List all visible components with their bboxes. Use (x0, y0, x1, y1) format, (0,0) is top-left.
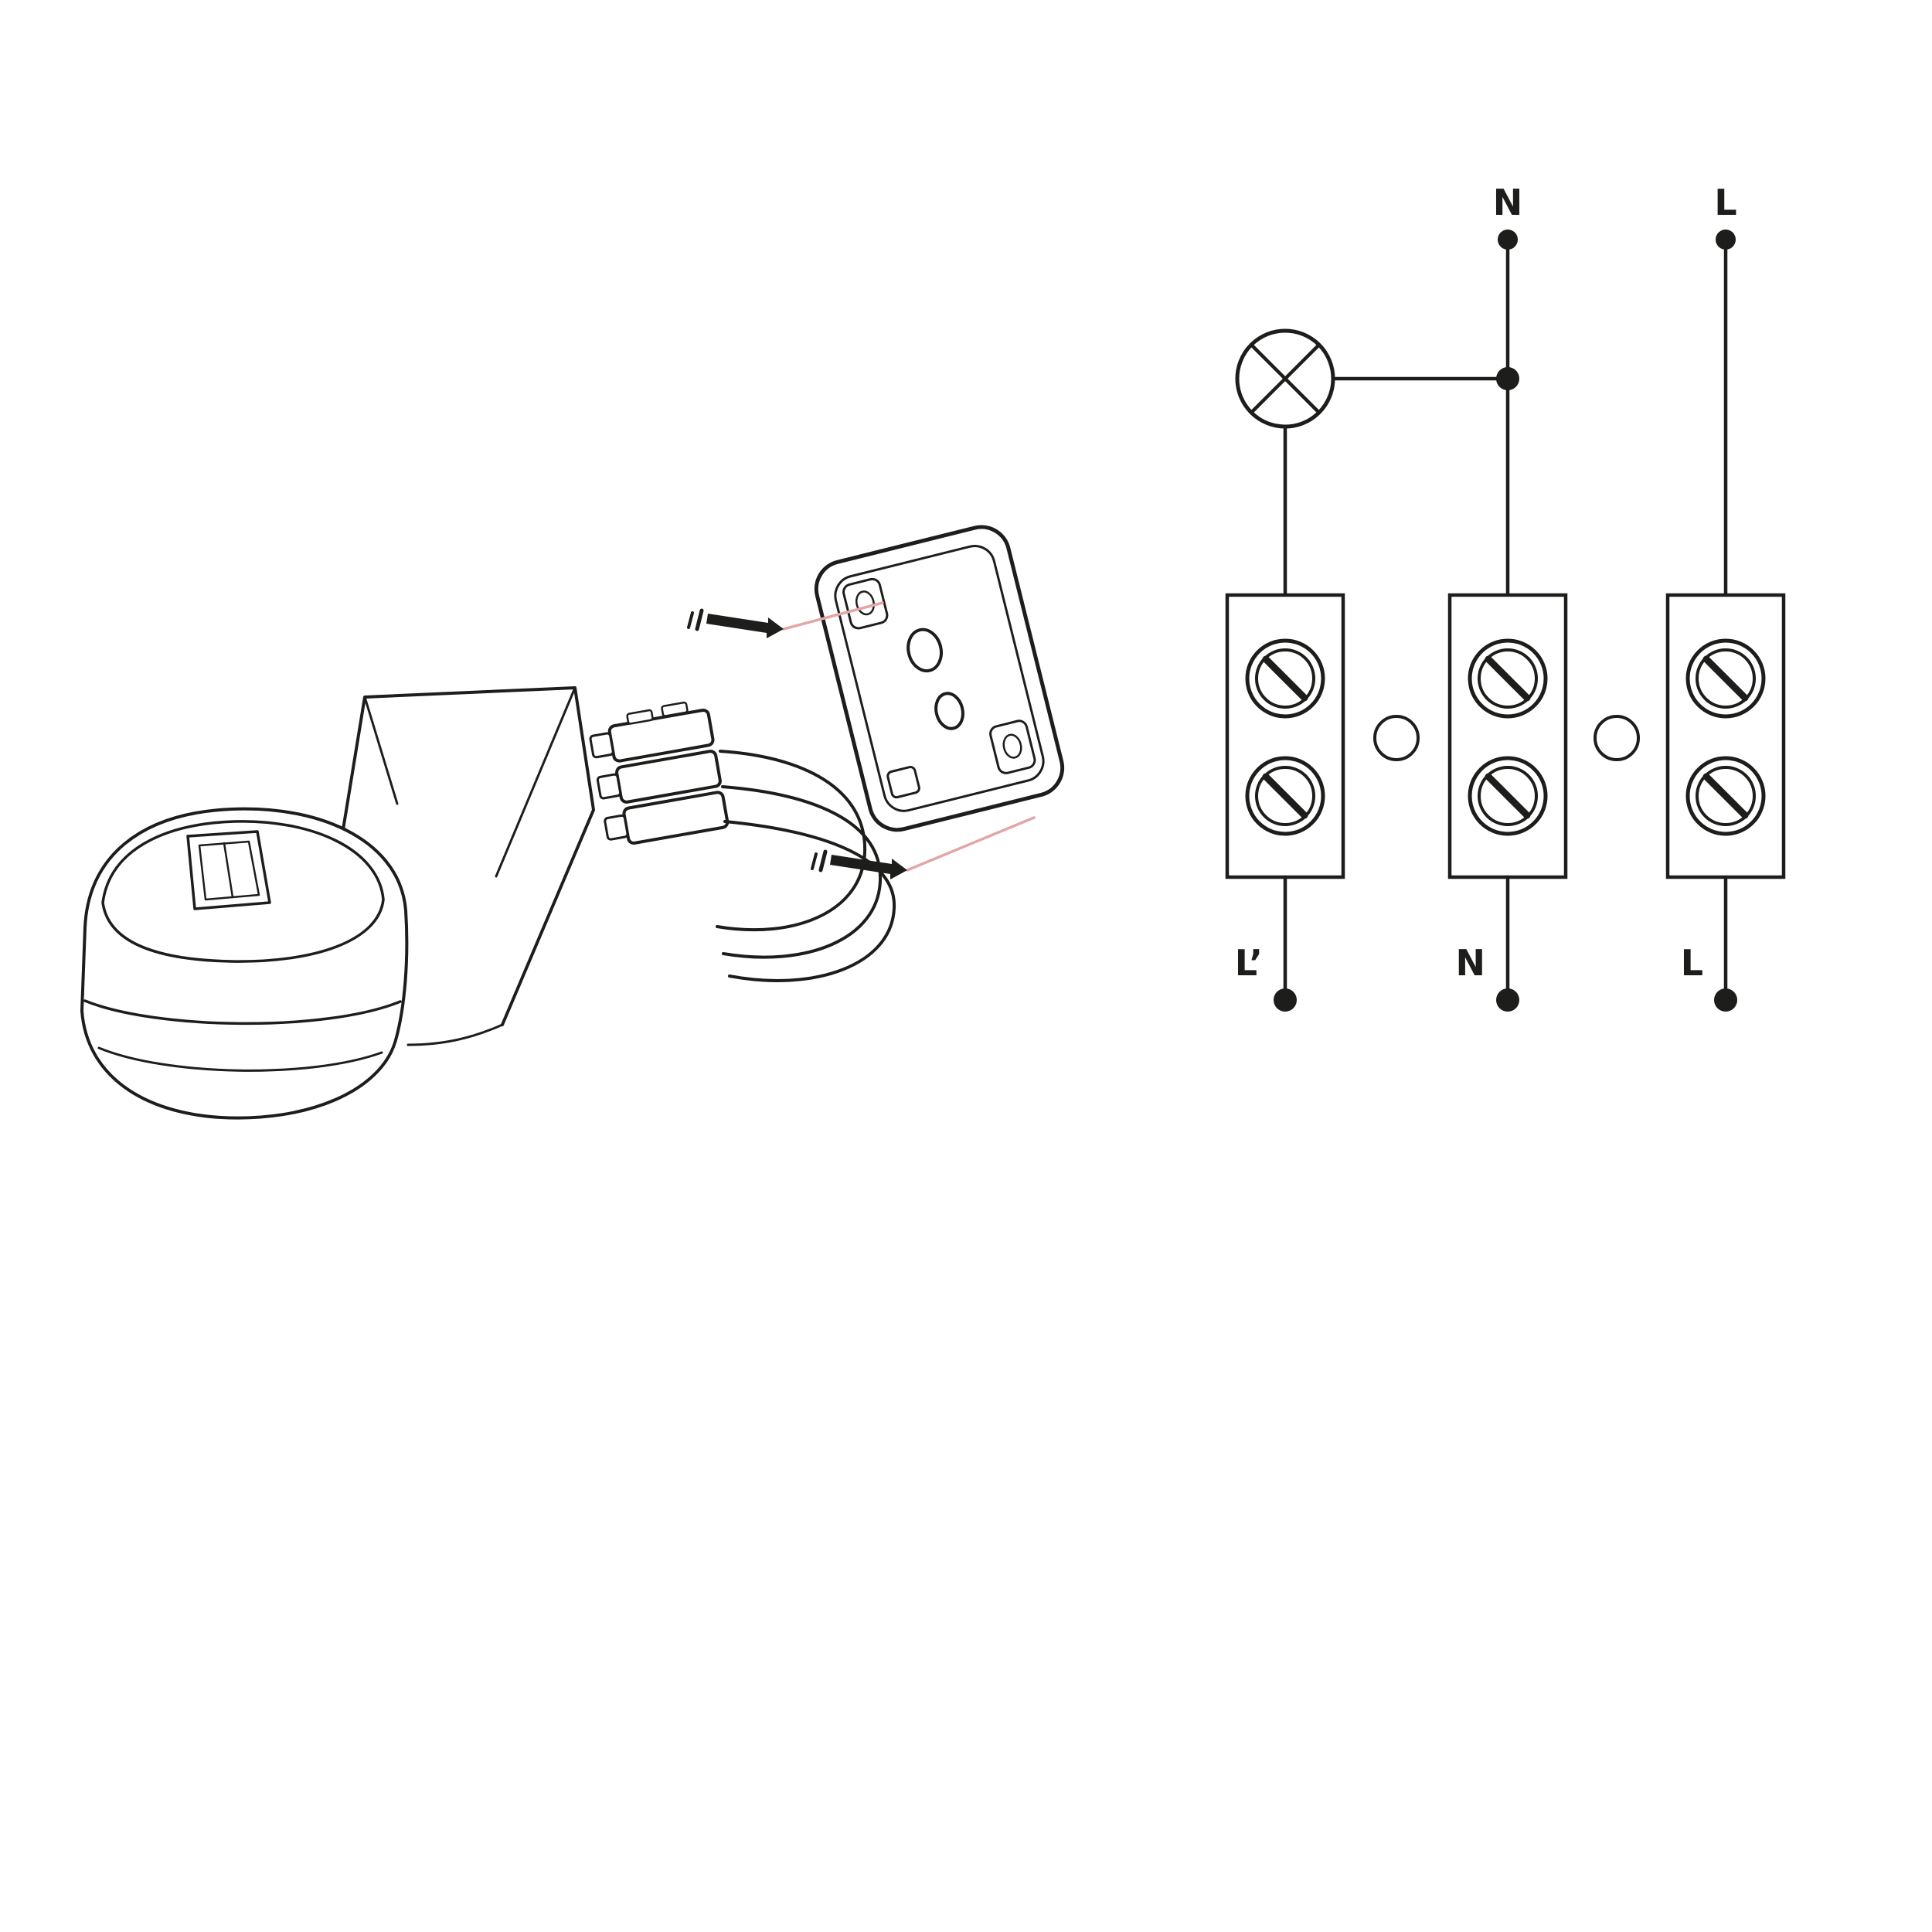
terminal-block (1225, 593, 1786, 879)
lamp-icon (1235, 328, 1335, 429)
label-lprime-bottom: L’ (1235, 942, 1263, 984)
plate-clip (842, 577, 889, 630)
label-l-top: L (1714, 182, 1736, 223)
block-mounting-hole (1373, 715, 1420, 761)
screw-icon (706, 614, 784, 638)
screw-icon (830, 855, 907, 879)
junction-dot (1496, 367, 1519, 390)
terminal-dot-l-bottom (1714, 988, 1737, 1012)
screw-leader-line (782, 601, 884, 631)
block-mounting-hole (1594, 715, 1640, 761)
label-n-top: N (1493, 182, 1523, 223)
label-n-bottom: N (1456, 942, 1486, 984)
sensor-window-slot (186, 830, 271, 910)
screw-terminal-icon (1468, 638, 1548, 719)
exploded-view-illustration (80, 525, 1065, 1120)
terminal-dot-lprime-bottom (1274, 988, 1297, 1012)
terminal-connector (589, 701, 730, 845)
screw-terminal-icon (1685, 638, 1766, 719)
plate-clip (989, 719, 1036, 774)
back-plate (814, 525, 1065, 832)
wiring-schematic: N L (1225, 182, 1786, 1012)
screw-terminal-icon (1468, 756, 1548, 836)
screw-terminal-icon (1685, 756, 1766, 836)
terminal-dot-n-bottom (1496, 988, 1519, 1012)
label-l-bottom: L (1681, 942, 1703, 984)
connection-wires (716, 750, 896, 982)
screw-terminal-icon (1245, 638, 1325, 719)
plate-notch (886, 766, 920, 799)
plate-hole (934, 692, 964, 730)
plate-hole (906, 628, 943, 673)
screw-leader-line (906, 816, 1036, 872)
mounting-screw-bottom (811, 816, 1036, 879)
sensor-head (80, 807, 409, 1120)
screw-terminal-icon (1245, 756, 1325, 836)
mounting-bracket (337, 686, 595, 1046)
mounting-screw-top (687, 601, 884, 638)
